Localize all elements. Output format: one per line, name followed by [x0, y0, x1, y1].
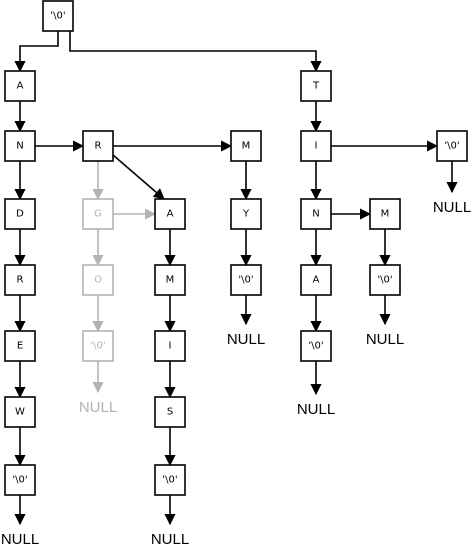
node-label: R [95, 141, 102, 152]
node-label: '\0' [12, 475, 27, 486]
edge-R2-to-A2 [112, 154, 165, 200]
node-box [369, 198, 401, 230]
node-label: '\0' [444, 141, 459, 152]
trie-node-Y1: Y [230, 198, 262, 230]
node-box [4, 130, 36, 162]
node-label: M [242, 141, 251, 152]
node-box [4, 330, 36, 362]
node-label: I [169, 341, 172, 352]
trie-node-G1: G [82, 198, 114, 230]
node-label: N [312, 209, 319, 220]
node-box [42, 0, 74, 32]
node-box [230, 264, 262, 296]
node-box [82, 330, 114, 362]
null-label: NULL [79, 399, 117, 416]
node-box [300, 130, 332, 162]
trie-node-T1: '\0' [4, 464, 36, 496]
trie-node-M2: M [230, 130, 262, 162]
node-box [300, 330, 332, 362]
node-box [4, 70, 36, 102]
trie-node-T7: '\0' [436, 130, 468, 162]
edges [14, 31, 439, 467]
node-box [4, 464, 36, 496]
trie-node-R1: R [4, 264, 36, 296]
node-label: A [167, 209, 174, 220]
trie-node-I2: I [300, 130, 332, 162]
node-label: '\0' [377, 275, 392, 286]
node-box [154, 330, 186, 362]
trie-node-Tt: T [300, 70, 332, 102]
node-box [154, 264, 186, 296]
node-label: W [15, 407, 25, 418]
trie-node-W1: W [4, 396, 36, 428]
node-box [82, 264, 114, 296]
node-box [4, 396, 36, 428]
null-label: NULL [297, 401, 335, 418]
trie-node-T6: '\0' [369, 264, 401, 296]
node-box [154, 198, 186, 230]
trie-node-O1: O [82, 264, 114, 296]
node-box [230, 130, 262, 162]
trie-node-I1: I [154, 330, 186, 362]
trie-node-T3: '\0' [154, 464, 186, 496]
node-box [82, 198, 114, 230]
node-box [4, 264, 36, 296]
node-label: '\0' [162, 475, 177, 486]
node-box [4, 198, 36, 230]
null-label: NULL [366, 331, 404, 348]
node-box [154, 396, 186, 428]
node-label: D [16, 209, 24, 220]
trie-node-N2: N [300, 198, 332, 230]
node-label: A [17, 81, 24, 92]
node-label: S [167, 407, 173, 418]
edge-root-to-A1 [14, 31, 59, 73]
node-label: O [94, 275, 102, 286]
node-label: M [166, 275, 175, 286]
node-box [300, 264, 332, 296]
null-label: NULL [1, 531, 39, 548]
trie-node-M3: M [369, 198, 401, 230]
node-label: G [94, 209, 102, 220]
trie-node-A3: A [300, 264, 332, 296]
node-label: E [17, 341, 23, 352]
node-label: N [16, 141, 23, 152]
node-box [230, 198, 262, 230]
node-box [300, 198, 332, 230]
trie-node-A2: A [154, 198, 186, 230]
node-box [300, 70, 332, 102]
trie-node-T2: '\0' [82, 330, 114, 362]
trie-node-N1: N [4, 130, 36, 162]
trie-node-R2: R [82, 130, 114, 162]
trie-node-D1: D [4, 198, 36, 230]
trie-node-E1: E [4, 330, 36, 362]
node-label: T [312, 81, 320, 92]
null-terminators: NULL NULL NULL NULL NULL NULL NULL [1, 161, 471, 548]
trie-node-T4: '\0' [230, 264, 262, 296]
null-label: NULL [151, 531, 189, 548]
node-label: M [381, 209, 390, 220]
node-box [82, 130, 114, 162]
node-label: '\0' [90, 341, 105, 352]
node-label: Y [242, 209, 250, 220]
null-label: NULL [433, 199, 471, 216]
trie-node-T5: '\0' [300, 330, 332, 362]
trie-node-M1: M [154, 264, 186, 296]
nodes: '\0' A N D R E W '\0' R G O '\0' A M I S '\0' M Y '\0' T I N A '… [4, 0, 468, 496]
node-label: A [313, 275, 320, 286]
trie-node-A1: A [4, 70, 36, 102]
node-label: '\0' [50, 11, 65, 22]
node-label: I [315, 141, 318, 152]
node-box [436, 130, 468, 162]
trie-node-S1: S [154, 396, 186, 428]
null-label: NULL [227, 331, 265, 348]
node-label: '\0' [308, 341, 323, 352]
edge-root-to-Tt [69, 31, 322, 73]
trie-node-root: '\0' [42, 0, 74, 32]
node-label: R [17, 275, 24, 286]
node-label: '\0' [238, 275, 253, 286]
